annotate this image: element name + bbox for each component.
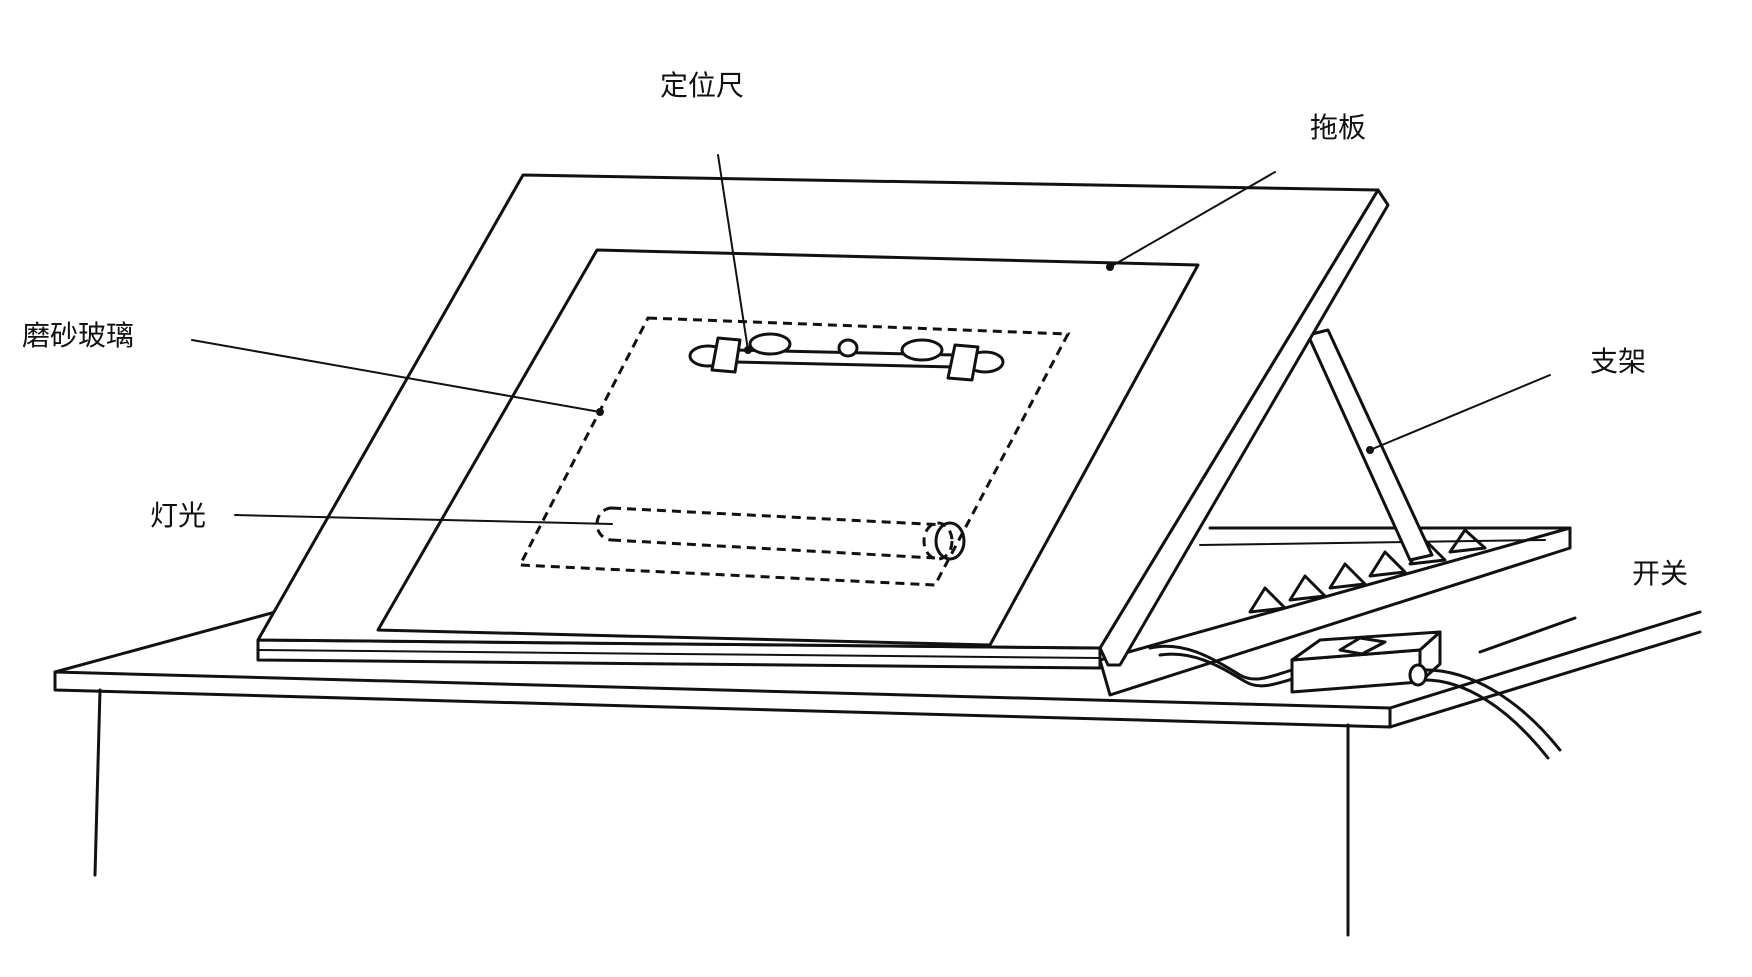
leader-dot bbox=[1366, 446, 1374, 454]
power-cord bbox=[1148, 644, 1294, 681]
tray-fin bbox=[1448, 528, 1487, 554]
lamp-tube bbox=[595, 506, 966, 561]
tray-fin bbox=[1288, 574, 1327, 602]
stand bbox=[1306, 328, 1434, 562]
label-stand: 支架 bbox=[1590, 345, 1647, 378]
base-tray bbox=[1098, 526, 1572, 697]
plug-cable bbox=[1418, 678, 1550, 760]
tray-fin bbox=[1368, 550, 1407, 578]
leader-board bbox=[1109, 171, 1276, 268]
leader-stand bbox=[1369, 374, 1551, 451]
board-inner-frame bbox=[376, 248, 1200, 647]
leader-dot bbox=[744, 346, 752, 354]
tray-inner-rail bbox=[1199, 539, 1546, 546]
power-cord-and-switch bbox=[1148, 616, 1577, 760]
tray-front-rail bbox=[1098, 526, 1572, 697]
ruler-hole bbox=[748, 332, 792, 356]
lamp-tube-end bbox=[922, 521, 954, 561]
label-ruler: 定位尺 bbox=[660, 69, 745, 102]
switch-toggle bbox=[1338, 636, 1387, 656]
table-top-front bbox=[53, 670, 1392, 729]
table bbox=[53, 606, 1702, 937]
table-top-right-edge-lower bbox=[1388, 630, 1702, 729]
switch-lead-wire bbox=[1478, 616, 1577, 654]
leader-dot bbox=[596, 408, 604, 416]
tray-fin bbox=[1248, 586, 1287, 614]
table-leg-left bbox=[93, 688, 102, 877]
ruler-clamp bbox=[946, 343, 980, 382]
tray-fin bbox=[1328, 562, 1367, 590]
ruler-clamp bbox=[710, 336, 742, 374]
leader-ruler bbox=[717, 154, 749, 351]
leader-lines bbox=[191, 154, 1551, 525]
power-cord bbox=[1158, 652, 1298, 688]
ruler-hole bbox=[900, 338, 944, 362]
ruler-hole bbox=[837, 338, 859, 358]
cable-grommet bbox=[1408, 663, 1428, 687]
lamp-tube-body bbox=[595, 506, 946, 560]
lamp-tube-end-cap bbox=[934, 521, 966, 561]
ruler-bar-bottom bbox=[733, 360, 957, 369]
plug-cable bbox=[1418, 668, 1562, 752]
stand-strut bbox=[1306, 328, 1434, 562]
tilted-board bbox=[256, 173, 1390, 670]
leader-light bbox=[234, 514, 613, 525]
table-top-right-edge bbox=[1388, 610, 1702, 710]
positioning-ruler bbox=[688, 332, 1005, 382]
leader-glass bbox=[191, 339, 601, 413]
label-light: 灯光 bbox=[150, 499, 207, 532]
leader-dot bbox=[1106, 263, 1114, 271]
board-top-surface bbox=[256, 173, 1380, 650]
board-front-edge-groove bbox=[257, 649, 1101, 659]
label-switch: 开关 bbox=[1632, 557, 1689, 590]
label-glass: 磨砂玻璃 bbox=[22, 319, 135, 352]
table-top-left-edge bbox=[53, 606, 292, 674]
label-board: 拖板 bbox=[1310, 111, 1367, 144]
